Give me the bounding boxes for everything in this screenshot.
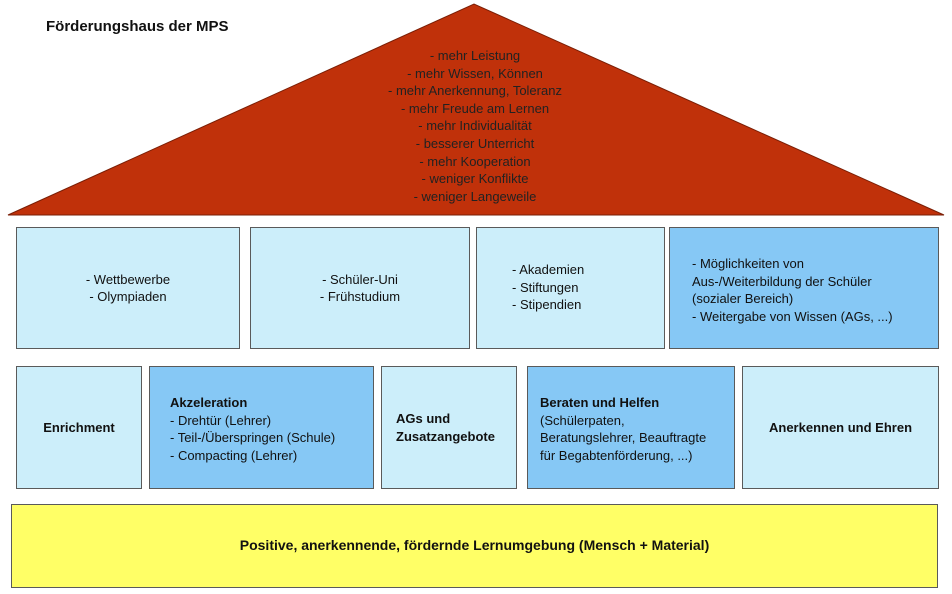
roof	[7, 3, 945, 216]
pillar-line: - Drehtür (Lehrer)	[170, 412, 272, 428]
box-akademien: - Akademien - Stiftungen - Stipendien	[476, 227, 665, 349]
foundation-label: Positive, anerkennende, fördernde Lernum…	[239, 537, 710, 554]
pillar-line: - Compacting (Lehrer)	[170, 447, 298, 463]
roof-triangle	[7, 3, 945, 216]
box-weiterbildung: - Möglichkeiten von Aus-/Weiterbildung d…	[669, 227, 939, 349]
box-line: - Weitergabe von Wissen (AGs, ...)	[692, 308, 893, 324]
roof-goal: - mehr Kooperation	[419, 153, 531, 169]
roof-goal: - mehr Individualität	[418, 118, 532, 134]
box-line: - Akademien	[512, 262, 585, 277]
pillar-beraten: Beraten und Helfen (Schülerpaten, Beratu…	[527, 366, 735, 489]
foundation: Positive, anerkennende, fördernde Lernum…	[11, 504, 938, 588]
roof-goal: - mehr Freude am Lernen	[400, 100, 550, 116]
box-line: - Frühstudium	[319, 289, 401, 304]
box-line: - Schüler-Uni	[322, 271, 398, 287]
roof-goal: - weniger Langeweile	[413, 188, 537, 204]
pillar-anerkennen: Anerkennen und Ehren	[742, 366, 939, 489]
pillar-heading: Zusatzangebote	[396, 428, 495, 444]
pillar-akzeleration: Akzeleration - Drehtür (Lehrer) - Teil-/…	[149, 366, 374, 489]
diagram-title: Förderungshaus der MPS	[46, 18, 229, 35]
box-wettbewerbe: - Wettbewerbe - Olympiaden	[16, 227, 240, 349]
roof-goal: - weniger Konflikte	[421, 171, 529, 187]
roof-goals: - mehr Leistung - mehr Wissen, Können - …	[330, 47, 620, 205]
roof-goal: - besserer Unterricht	[415, 135, 535, 151]
box-line: - Stipendien	[512, 297, 582, 312]
pillar-line: für Begabtenförderung, ...)	[540, 447, 693, 463]
pillar-heading: Beraten und Helfen	[540, 395, 660, 410]
pillar-heading: Enrichment	[43, 419, 115, 435]
pillar-heading: Anerkennen und Ehren	[768, 419, 913, 435]
pillar-line: - Teil-/Überspringen (Schule)	[170, 430, 336, 445]
roof-goal: - mehr Wissen, Können	[407, 65, 543, 81]
pillar-heading: AGs und	[396, 411, 451, 426]
box-line: - Stiftungen	[512, 279, 579, 295]
box-schueler-uni: - Schüler-Uni - Frühstudium	[250, 227, 470, 349]
roof-goal: - mehr Anerkennung, Toleranz	[388, 83, 562, 99]
box-line: - Wettbewerbe	[85, 271, 171, 287]
box-line: - Olympiaden	[89, 289, 167, 304]
pillar-line: Beratungslehrer, Beauftragte	[540, 430, 707, 445]
roof-goal: - mehr Leistung	[429, 48, 521, 63]
pillar-ags: AGs und Zusatzangebote	[381, 366, 517, 489]
box-line: (sozialer Bereich)	[692, 291, 794, 306]
pillar-heading: Akzeleration	[170, 395, 248, 410]
box-line: Aus-/Weiterbildung der Schüler	[692, 273, 872, 289]
pillar-enrichment: Enrichment	[16, 366, 142, 489]
box-line: - Möglichkeiten von	[692, 256, 804, 271]
pillar-line: (Schülerpaten,	[540, 412, 625, 428]
